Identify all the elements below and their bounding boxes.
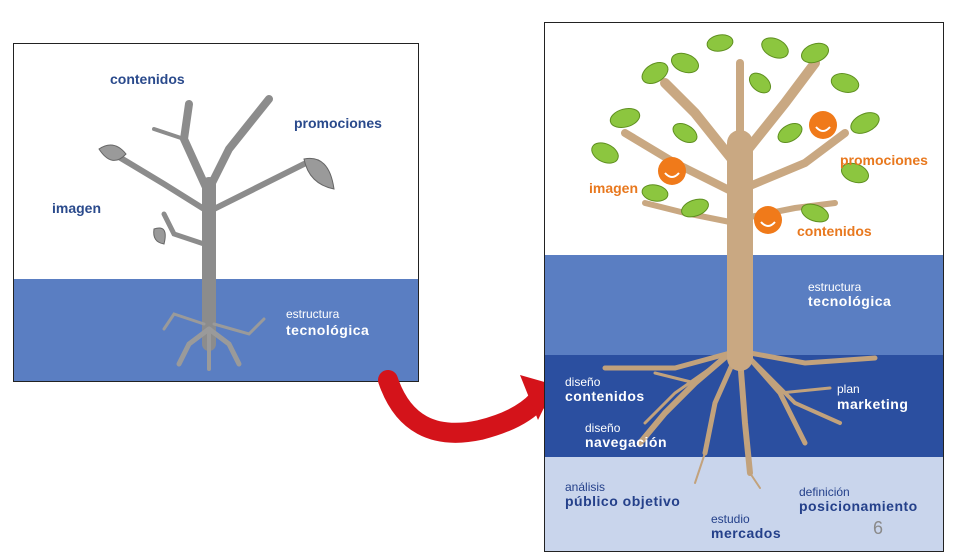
left-label-tecnologica: tecnológica: [286, 322, 370, 338]
right-label-analisis-big: público objetivo: [565, 493, 681, 509]
right-label-diseno-contenidos-big: contenidos: [565, 388, 645, 404]
right-label-diseno-navegacion-big: navegación: [585, 434, 668, 450]
right-label-contenidos: contenidos: [797, 223, 872, 239]
right-label-plan-small: plan: [837, 382, 860, 396]
left-label-imagen: imagen: [52, 200, 102, 216]
right-label-promociones: promociones: [840, 152, 928, 168]
left-label-contenidos: contenidos: [110, 71, 185, 87]
right-label-tecnologica: tecnológica: [808, 293, 892, 309]
right-label-diseno-contenidos-small: diseño: [565, 375, 601, 389]
transition-arrow: [378, 370, 555, 443]
right-band-strategy: [545, 457, 943, 551]
right-label-diseno-navegacion-small: diseño: [585, 421, 621, 435]
left-panel-bare-tree: contenidos promociones imagen estructura…: [13, 43, 419, 382]
healthy-tree-illustration: [591, 34, 880, 489]
right-label-estudio-big: mercados: [711, 525, 782, 541]
right-label-analisis-small: análisis: [565, 480, 606, 494]
left-label-estructura: estructura: [286, 307, 340, 321]
right-label-estudio-small: estudio: [711, 512, 750, 526]
right-label-plan-big: marketing: [837, 396, 909, 412]
right-label-definicion-small: definición: [799, 485, 850, 499]
fruit-group: [658, 111, 837, 234]
right-label-definicion-big: posicionamiento: [799, 498, 918, 514]
wilted-leaf-3: [153, 227, 166, 245]
bare-tree-illustration: [98, 95, 335, 371]
wilted-leaf-2: [303, 157, 335, 190]
page-number: 6: [873, 518, 884, 538]
right-label-imagen: imagen: [589, 180, 639, 196]
left-label-promociones: promociones: [294, 115, 382, 131]
right-panel-healthy-tree: imagen promociones contenidos estructura…: [544, 22, 944, 552]
right-label-estructura: estructura: [808, 280, 862, 294]
wilted-leaf-1: [98, 144, 127, 161]
